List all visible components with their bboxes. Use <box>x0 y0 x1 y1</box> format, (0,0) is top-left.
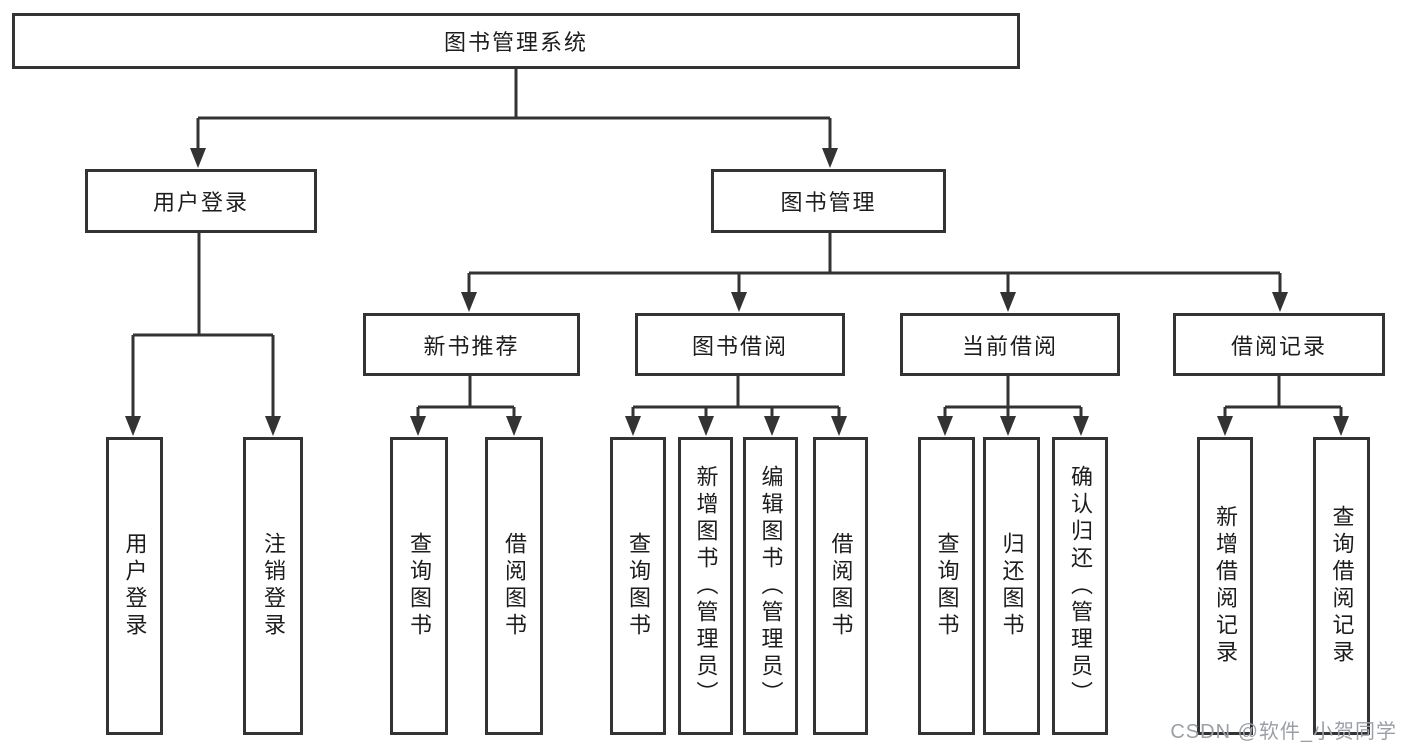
node-label: 借阅图书 <box>828 532 854 640</box>
leaf-query-books-current: 查询图书 <box>918 437 975 735</box>
node-new-book-recommend: 新书推荐 <box>363 313 580 376</box>
leaf-borrow-books-recommend: 借阅图书 <box>485 437 543 735</box>
leaf-query-books-borrowing: 查询图书 <box>610 437 666 735</box>
node-current-borrowing: 当前借阅 <box>900 313 1120 376</box>
leaf-borrow-books: 借阅图书 <box>813 437 868 735</box>
leaf-query-borrow-record: 查询借阅记录 <box>1313 437 1370 735</box>
node-label: 图书管理 <box>780 190 877 215</box>
leaf-user-login: 用户登录 <box>106 437 163 735</box>
node-label: 新增图书（管理员） <box>693 464 719 708</box>
leaf-add-borrow-record: 新增借阅记录 <box>1197 437 1253 735</box>
node-label: 新书推荐 <box>423 333 520 359</box>
node-label: 注销登录 <box>261 532 286 640</box>
node-label: 新增借阅记录 <box>1213 505 1238 667</box>
node-book-management-branch: 图书管理 <box>711 169 946 233</box>
node-label: 借阅记录 <box>1230 333 1327 359</box>
csdn-watermark: CSDN @软件_小贺同学 <box>1170 721 1397 743</box>
node-label: 编辑图书（管理员） <box>758 464 784 708</box>
node-label: 图书管理系统 <box>443 30 588 55</box>
node-user-login-branch: 用户登录 <box>85 169 317 233</box>
node-label: 归还图书 <box>999 532 1025 640</box>
leaf-query-books-recommend: 查询图书 <box>390 437 448 735</box>
node-label: 查询图书 <box>407 532 432 640</box>
node-borrow-records: 借阅记录 <box>1173 313 1385 376</box>
node-book-borrowing: 图书借阅 <box>635 313 845 376</box>
node-label: 用户登录 <box>122 532 148 640</box>
node-label: 查询借阅记录 <box>1329 505 1355 667</box>
node-label: 图书借阅 <box>691 333 788 359</box>
node-label: 查询图书 <box>626 532 651 640</box>
node-label: 查询图书 <box>934 532 960 640</box>
leaf-edit-books-admin: 编辑图书（管理员） <box>743 437 798 735</box>
leaf-confirm-return-admin: 确认归还（管理员） <box>1052 437 1108 735</box>
leaf-add-books-admin: 新增图书（管理员） <box>678 437 733 735</box>
node-root-system: 图书管理系统 <box>12 13 1020 69</box>
leaf-return-books: 归还图书 <box>983 437 1040 735</box>
leaf-logout: 注销登录 <box>243 437 303 735</box>
node-label: 确认归还（管理员） <box>1068 464 1093 708</box>
node-label: 用户登录 <box>152 190 249 215</box>
node-label: 当前借阅 <box>961 333 1058 359</box>
node-label: 借阅图书 <box>502 532 527 640</box>
